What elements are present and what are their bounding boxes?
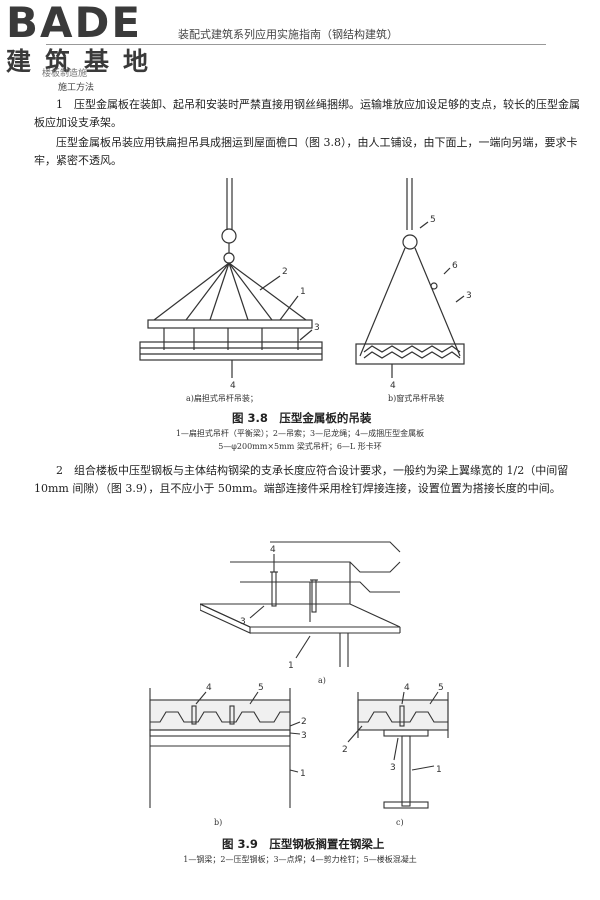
fig39c-label-1: 1	[436, 765, 442, 775]
fig38b-label-6: 6	[452, 261, 458, 271]
fig39-sub-c: c)	[396, 818, 404, 827]
fig38a-label-1: 1	[300, 287, 306, 297]
fig38b-label-3: 3	[466, 291, 472, 301]
section-tag: 楼板制造施	[42, 69, 88, 79]
frame-lifting-diagram	[355, 178, 465, 378]
fig39c-label-3: 3	[390, 763, 396, 773]
paragraph-1: 1 压型金属板在装卸、起吊和安装时严禁直接用钢丝绳捆绑。运输堆放应加设足够的支点…	[34, 98, 580, 129]
spreader-lifting-diagram	[139, 178, 323, 378]
fig39b-label-3: 3	[301, 731, 307, 741]
page-header: BADE 装配式建筑系列应用实施指南（钢结构建筑） 建筑基地 楼板制造施	[0, 0, 600, 80]
fig38b-label-5: 5	[430, 215, 436, 225]
fig38a-label-2: 2	[282, 267, 288, 277]
figure-3-9-title: 图 3.9 压型钢板搁置在钢梁上	[222, 837, 385, 851]
fig39b-label-5: 5	[258, 683, 264, 693]
fig39c-label-4: 4	[404, 683, 410, 693]
figure-3-9a-drawing: 4 3 1	[200, 541, 401, 671]
paragraph-3: 2 组合楼板中压型钢板与主体结构钢梁的支承长度应符合设计要求，一般约为梁上翼缘宽…	[34, 464, 569, 495]
fig39a-label-3: 3	[240, 617, 246, 627]
fig38-sub-a: a)扁担式吊杆吊装；	[186, 394, 258, 403]
figure-3-8-legend-1: 1—扁担式吊杆（平衡梁）；2—吊索；3—尼龙绳；4—成捆压型金属板	[175, 429, 425, 438]
figure-3-9c-drawing: 4 5 2 3 1	[342, 683, 449, 809]
figure-3-9-legend: 1—钢梁；2—压型钢板；3—点焊；4—剪力栓钉；5—楼板混凝土	[183, 855, 417, 864]
figure-3-8-legend-2: 5—φ200mm×5mm 梁式吊杆；6—L 形卡环	[218, 442, 382, 451]
subsection-tag: 施工方法	[58, 83, 95, 93]
paragraph-2: 压型金属板吊装应用铁扁担吊具成捆运到屋面檐口（图 3.8），由人工铺设，由下面上…	[34, 136, 578, 167]
fig39-sub-a: a)	[318, 676, 326, 685]
running-title: 装配式建筑系列应用实施指南（钢结构建筑）	[46, 26, 546, 45]
fig38a-label-4: 4	[230, 381, 236, 388]
fig38-sub-b: b)窗式吊杆吊装	[388, 394, 445, 403]
fig39a-label-1: 1	[288, 661, 294, 671]
fig39b-label-2: 2	[301, 717, 307, 727]
fig38a-label-3: 3	[314, 323, 320, 333]
fig38b-label-4: 4	[390, 381, 396, 388]
fig39b-label-4: 4	[206, 683, 212, 693]
fig39c-label-5: 5	[438, 683, 444, 693]
fig39a-label-4: 4	[270, 545, 276, 555]
watermark-logo: BADE	[6, 0, 143, 47]
fig39b-label-1: 1	[300, 769, 306, 779]
fig39c-label-2: 2	[342, 745, 348, 755]
figure-3-9b-drawing: 4 5 2 3 1	[149, 683, 307, 808]
fig39-sub-b: b)	[214, 818, 223, 827]
figure-3-8-title: 图 3.8 压型金属板的吊装	[232, 411, 372, 425]
figure-3-8-drawing: 2 1 3 4 5 6 3 4	[139, 178, 472, 388]
watermark-logo-subtitle: 建筑基地	[6, 47, 163, 76]
